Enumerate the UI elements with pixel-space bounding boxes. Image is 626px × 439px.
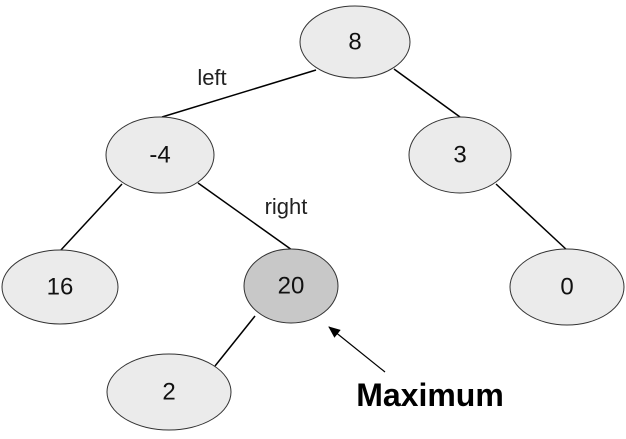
node-label: 8: [348, 29, 361, 56]
edge-minus4-to-16: [59, 183, 123, 252]
edge-8-to-3: [393, 68, 461, 118]
edge-8-to-minus4: [161, 69, 317, 118]
tree-nodes: 8 -4 3 16 20 0 2: [1, 5, 625, 431]
node-shape: [106, 353, 232, 431]
node-label: 2: [162, 379, 175, 406]
node-shape: [105, 116, 215, 194]
edge-20-to-2: [214, 315, 256, 367]
node-label: -4: [149, 142, 170, 169]
maximum-callout: Maximum: [328, 326, 504, 413]
edge-3-to-0: [495, 183, 569, 252]
tree-node-8: 8: [299, 5, 411, 79]
node-label: 20: [278, 273, 305, 300]
node-shape: [408, 116, 512, 194]
node-shape: [509, 248, 625, 326]
node-shape: [299, 5, 411, 79]
tree-node-16: 16: [1, 249, 119, 325]
node-label: 3: [453, 142, 466, 169]
callout-arrow: [328, 326, 386, 373]
edge-labels: left right: [197, 65, 307, 219]
tree-node-3: 3: [408, 116, 512, 194]
tree-node-20: 20: [243, 248, 339, 324]
edge-minus4-to-20: [197, 182, 293, 251]
edge-label-right: right: [265, 194, 308, 219]
node-label: 0: [560, 274, 573, 301]
node-shape: [243, 248, 339, 324]
tree-node-2: 2: [106, 353, 232, 431]
node-label: 16: [47, 274, 74, 301]
callout-label: Maximum: [356, 377, 504, 413]
tree-edges: [59, 68, 569, 367]
edge-label-left: left: [197, 65, 226, 90]
tree-node-minus4: -4: [105, 116, 215, 194]
tree-node-0: 0: [509, 248, 625, 326]
node-shape: [1, 249, 119, 325]
